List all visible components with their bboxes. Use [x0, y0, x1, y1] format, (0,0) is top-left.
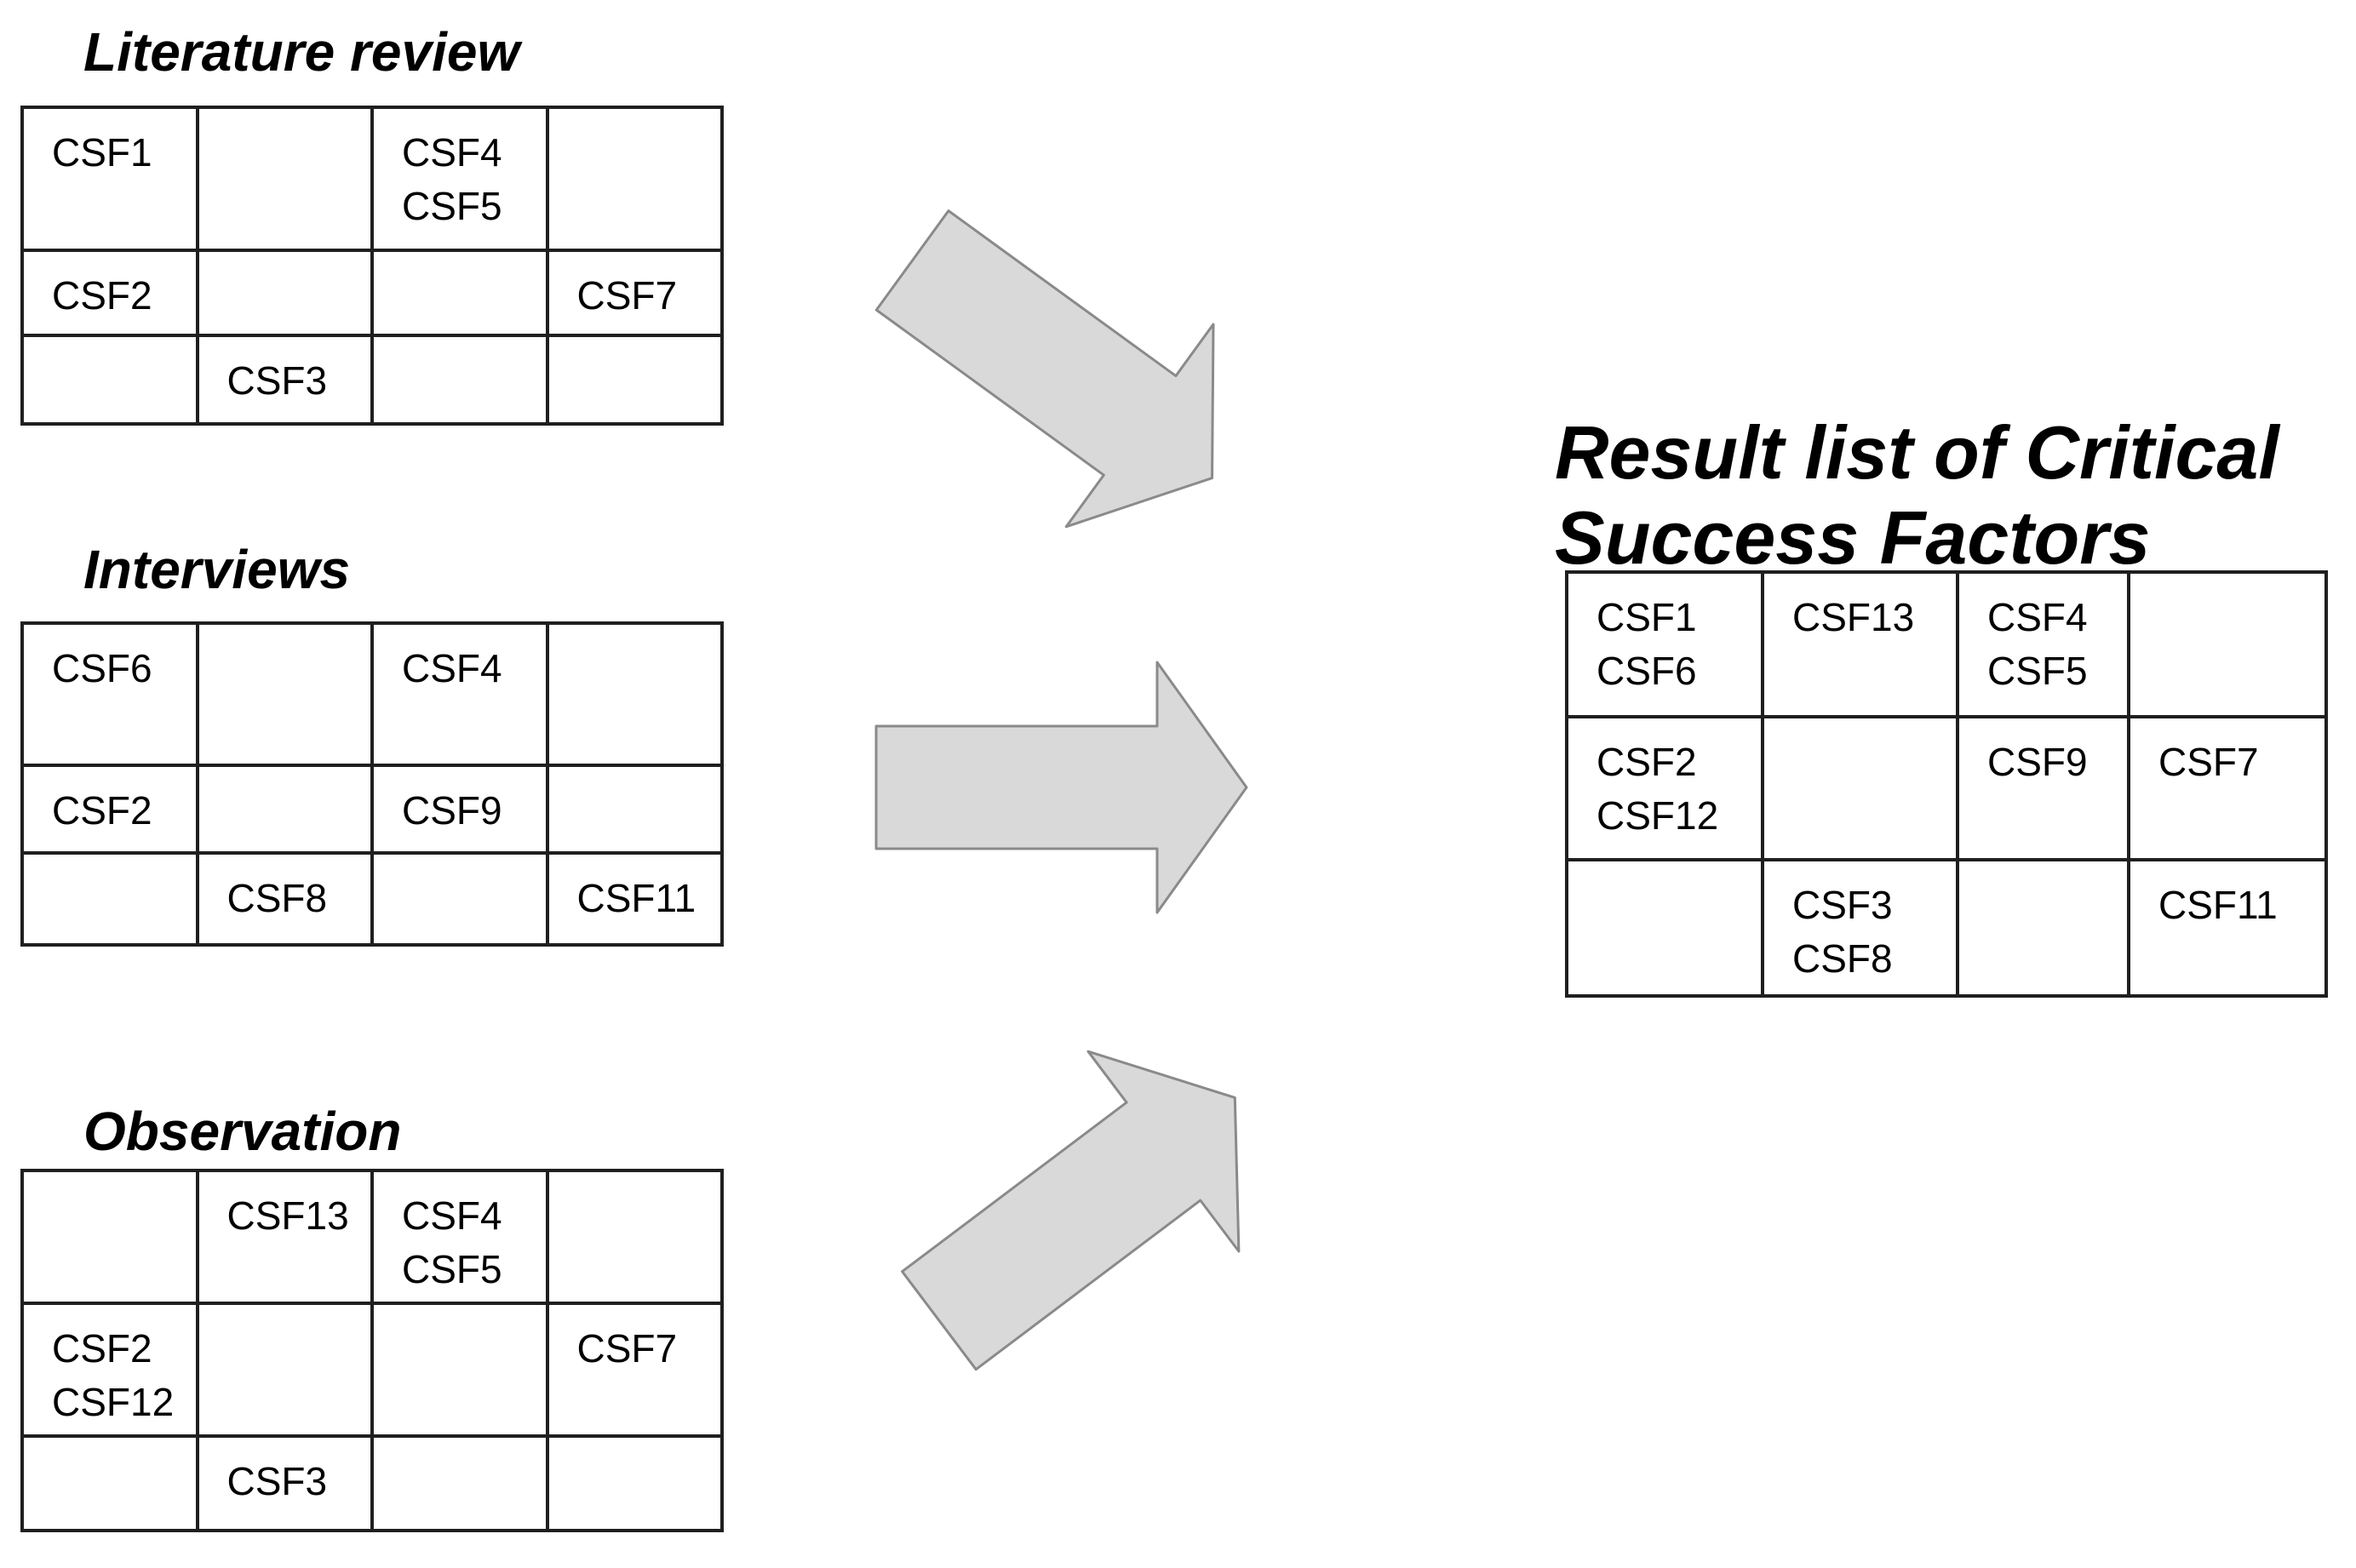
table-cell	[195, 106, 374, 252]
table-cell	[20, 851, 199, 947]
table-cell: CSF4 CSF5	[1956, 570, 2130, 718]
table-row: CSF2 CSF12 CSF7	[20, 1302, 724, 1438]
table-cell: CSF13	[1761, 570, 1959, 718]
table-cell: CSF3	[195, 334, 374, 426]
table-cell: CSF1	[20, 106, 199, 252]
table-cell: CSF11	[545, 851, 724, 947]
table-cell: CSF3 CSF8	[1761, 858, 1959, 998]
table-cell	[545, 334, 724, 426]
table-cell: CSF7	[545, 1302, 724, 1438]
interviews-to-result-arrow-icon	[874, 661, 1248, 914]
table-row: CSF3	[20, 334, 724, 426]
result-table: CSF1 CSF6 CSF13 CSF4 CSF5 CSF2 CSF12 CSF…	[1565, 570, 2328, 998]
table-row: CSF3 CSF8 CSF11	[1565, 858, 2328, 998]
arrow-shape	[874, 209, 1215, 529]
table-cell: CSF2	[20, 764, 199, 855]
table-row: CSF3	[20, 1434, 724, 1532]
table-row: CSF1 CSF6 CSF13 CSF4 CSF5	[1565, 570, 2328, 718]
table-cell	[20, 334, 199, 426]
result-title-line: Result list of Critical	[1555, 410, 2279, 495]
table-cell	[545, 621, 724, 767]
arrow-shape	[901, 1050, 1241, 1371]
table-cell	[370, 249, 549, 337]
table-row: CSF1 CSF4 CSF5	[20, 106, 724, 252]
table-cell: CSF4 CSF5	[370, 1169, 549, 1305]
table-cell	[370, 851, 549, 947]
table-cell: CSF9	[370, 764, 549, 855]
literature-to-result-arrow-icon	[874, 209, 1215, 529]
table-cell	[195, 621, 374, 767]
table-cell	[545, 1169, 724, 1305]
table-row: CSF2 CSF7	[20, 249, 724, 337]
table-cell	[370, 1302, 549, 1438]
table-cell: CSF2	[20, 249, 199, 337]
observation-table: CSF13 CSF4 CSF5 CSF2 CSF12 CSF7 CSF3	[20, 1169, 724, 1532]
table-cell: CSF13	[195, 1169, 374, 1305]
table-cell: CSF2 CSF12	[1565, 715, 1764, 861]
result-title-line: Success Factors	[1555, 495, 2151, 580]
table-cell: CSF11	[2127, 858, 2328, 998]
table-row: CSF8 CSF11	[20, 851, 724, 947]
table-cell	[195, 764, 374, 855]
literature-review-table: CSF1 CSF4 CSF5 CSF2 CSF7 CSF3	[20, 106, 724, 426]
table-cell	[545, 106, 724, 252]
table-cell	[370, 334, 549, 426]
table-row: CSF6 CSF4	[20, 621, 724, 767]
table-cell	[1956, 858, 2130, 998]
table-cell: CSF3	[195, 1434, 374, 1532]
table-row: CSF2 CSF9	[20, 764, 724, 855]
table-cell: CSF8	[195, 851, 374, 947]
table-cell: CSF9	[1956, 715, 2130, 861]
table-cell	[20, 1169, 199, 1305]
table-cell: CSF7	[545, 249, 724, 337]
table-cell	[1761, 715, 1959, 861]
result-title: Result list of Critical Success Factors	[1555, 410, 2279, 581]
table-row: CSF13 CSF4 CSF5	[20, 1169, 724, 1305]
table-cell	[545, 764, 724, 855]
table-row: CSF2 CSF12 CSF9 CSF7	[1565, 715, 2328, 861]
table-cell	[1565, 858, 1764, 998]
table-cell: CSF4 CSF5	[370, 106, 549, 252]
table-cell	[195, 1302, 374, 1438]
table-cell: CSF2 CSF12	[20, 1302, 199, 1438]
table-cell: CSF4	[370, 621, 549, 767]
table-cell	[20, 1434, 199, 1532]
table-cell: CSF1 CSF6	[1565, 570, 1764, 718]
table-cell: CSF6	[20, 621, 199, 767]
table-cell	[370, 1434, 549, 1532]
table-cell	[2127, 570, 2328, 718]
literature-review-title: Literature review	[83, 21, 520, 83]
observation-title: Observation	[83, 1101, 402, 1162]
table-cell	[545, 1434, 724, 1532]
interviews-table: CSF6 CSF4 CSF2 CSF9 CSF8 CSF11	[20, 621, 724, 947]
observation-to-result-arrow-icon	[901, 1050, 1241, 1371]
interviews-title: Interviews	[83, 539, 351, 600]
table-cell	[195, 249, 374, 337]
table-cell: CSF7	[2127, 715, 2328, 861]
arrow-shape	[874, 661, 1248, 914]
